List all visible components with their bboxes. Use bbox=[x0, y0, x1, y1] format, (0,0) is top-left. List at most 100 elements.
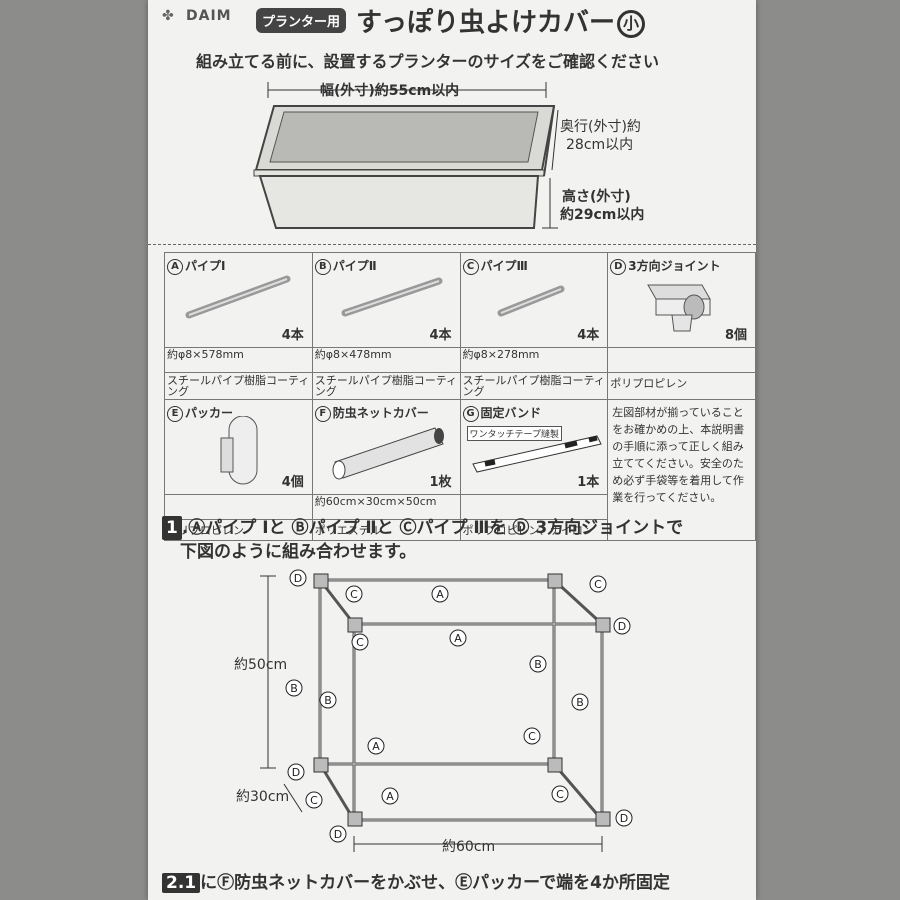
part-name: 3方向ジョイント bbox=[628, 259, 721, 273]
packer-icon bbox=[220, 416, 258, 485]
size-badge: 小 bbox=[616, 9, 645, 38]
svg-text:C: C bbox=[594, 578, 602, 591]
part-material: ポリプロピレン、ナイロン bbox=[462, 524, 594, 537]
part-name: パイプⅡ bbox=[332, 259, 377, 273]
part-qty: 4本 bbox=[281, 328, 304, 343]
step-2-number: 2.1 bbox=[162, 873, 201, 893]
band-tape-label: ワンタッチテープ縫製 bbox=[466, 426, 562, 441]
part-material: ポリプロピレン bbox=[167, 524, 244, 537]
pipe-icon bbox=[185, 275, 291, 319]
part-material: ポリプロピレン bbox=[610, 377, 688, 390]
part-material-e: ポリプロピレン bbox=[164, 519, 313, 541]
step-1-text: 1.Ⓐパイプ Ⅰと Ⓑパイプ Ⅱと Ⓒパイプ Ⅲを Ⓓ 3方向ジョイントで 下図… bbox=[162, 516, 683, 564]
svg-text:D: D bbox=[334, 828, 342, 841]
net-roll-icon bbox=[332, 427, 444, 480]
part-name: 固定バンド bbox=[480, 406, 542, 420]
part-spec: 約φ8×578mm bbox=[167, 348, 244, 361]
part-material-b: スチールパイプ樹脂コーティング bbox=[311, 372, 461, 400]
svg-text:A: A bbox=[386, 790, 394, 803]
part-material-a: スチールパイプ樹脂コーティング bbox=[164, 372, 313, 400]
section-divider bbox=[148, 244, 756, 245]
part-spec-d bbox=[607, 347, 756, 373]
part-qty: 8個 bbox=[724, 328, 747, 343]
part-letter-badge: D bbox=[610, 258, 627, 275]
part-name: 防虫ネットカバー bbox=[332, 406, 429, 420]
part-material-f: ポリエステル bbox=[311, 519, 461, 541]
frame-depth-label: 約30cm bbox=[236, 789, 290, 805]
svg-text:A: A bbox=[436, 588, 444, 601]
svg-text:B: B bbox=[534, 658, 542, 671]
band-icon bbox=[471, 435, 602, 473]
svg-text:B: B bbox=[324, 694, 332, 707]
height-label-line2: 約29cm以内 bbox=[560, 207, 645, 223]
depth-label-line2: 28cm以内 bbox=[566, 137, 634, 153]
part-spec: 約φ8×478mm bbox=[314, 348, 392, 361]
height-label-line1: 高さ(外寸) bbox=[562, 189, 631, 205]
frame-width-label: 約60cm bbox=[442, 839, 496, 855]
svg-text:C: C bbox=[310, 794, 318, 807]
part-material-d: ポリプロピレン bbox=[607, 372, 756, 400]
svg-text:B: B bbox=[290, 682, 298, 695]
part-qty: 4本 bbox=[577, 328, 600, 343]
part-qty: 4個 bbox=[281, 475, 304, 490]
width-label: 幅(外寸)約55cm以内 bbox=[320, 83, 460, 99]
svg-text:A: A bbox=[454, 632, 462, 645]
planter-diagram bbox=[253, 82, 559, 229]
svg-text:D: D bbox=[294, 572, 302, 585]
svg-text:D: D bbox=[620, 812, 628, 825]
parts-note-cell: 左図部材が揃っていることをお確かめの上、本説明書の手順に添って正しく組み立ててく… bbox=[607, 399, 756, 541]
part-material-g: ポリプロピレン、ナイロン bbox=[459, 519, 609, 541]
part-spec-b: 約φ8×478mm bbox=[311, 347, 461, 373]
part-qty: 1本 bbox=[577, 475, 600, 490]
part-material: スチールパイプ樹脂コーティング bbox=[167, 374, 310, 398]
part-material: スチールパイプ樹脂コーティング bbox=[462, 374, 605, 398]
svg-text:C: C bbox=[528, 730, 536, 743]
part-letter-badge: B bbox=[314, 258, 331, 275]
category-tag: プランター用 bbox=[256, 8, 347, 33]
part-letter-badge: E bbox=[167, 405, 183, 422]
instruction-sheet: ✤ DAIM プランター用 すっぽり虫よけカバー小 組み立てる前に、設置するプラ… bbox=[148, 0, 756, 900]
part-material: スチールパイプ樹脂コーティング bbox=[314, 374, 458, 398]
product-title-text: すっぽり虫よけカバー bbox=[356, 8, 615, 38]
svg-text:C: C bbox=[350, 588, 358, 601]
svg-text:C: C bbox=[356, 636, 364, 649]
part-letter-badge: G bbox=[462, 405, 479, 422]
part-letter-badge: A bbox=[167, 258, 183, 275]
product-title: すっぽり虫よけカバー小 bbox=[356, 2, 645, 39]
brand: ✤ DAIM bbox=[162, 8, 232, 24]
step-1-line2: 下図のように組み合わせます。 bbox=[180, 542, 417, 562]
step-1-number: 1 bbox=[162, 516, 182, 540]
svg-text:D: D bbox=[618, 620, 626, 633]
part-letter-badge: C bbox=[462, 258, 479, 275]
step-1-line1: .Ⓐパイプ Ⅰと Ⓑパイプ Ⅱと Ⓒパイプ Ⅲを Ⓓ 3方向ジョイントで bbox=[181, 518, 684, 538]
joint-icon bbox=[647, 284, 712, 332]
pipe-icon bbox=[497, 285, 564, 317]
part-qty: 4本 bbox=[429, 328, 452, 343]
part-spec-a: 約φ8×578mm bbox=[164, 347, 313, 373]
part-qty: 1枚 bbox=[429, 475, 452, 490]
pipe-icon bbox=[341, 277, 443, 317]
part-material-c: スチールパイプ樹脂コーティング bbox=[459, 372, 609, 400]
size-notice: 組み立てる前に、設置するプランターのサイズをご確認ください bbox=[196, 52, 660, 71]
svg-text:C: C bbox=[556, 788, 564, 801]
svg-text:A: A bbox=[372, 740, 380, 753]
svg-text:D: D bbox=[292, 766, 300, 779]
part-name: パッカー bbox=[185, 406, 234, 420]
parts-note: 左図部材が揃っていることをお確かめの上、本説明書の手順に添って正しく組み立ててく… bbox=[612, 406, 745, 504]
